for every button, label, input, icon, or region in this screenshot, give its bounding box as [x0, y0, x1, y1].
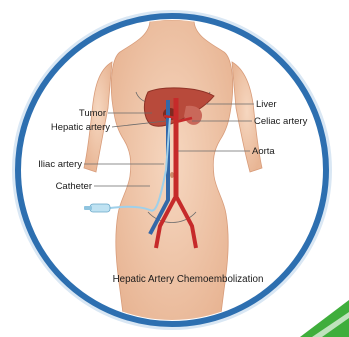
label-hepatic-artery: Hepatic artery [51, 122, 110, 133]
label-aorta: Aorta [252, 146, 275, 157]
label-tumor: Tumor [79, 108, 106, 119]
diagram-caption: Hepatic Artery Chemoembolization [113, 274, 264, 285]
label-celiac-artery: Celiac artery [254, 116, 308, 127]
label-liver: Liver [256, 99, 277, 110]
body-silhouette [111, 20, 232, 337]
label-iliac-artery: Iliac artery [38, 159, 82, 170]
label-catheter: Catheter [56, 181, 92, 192]
